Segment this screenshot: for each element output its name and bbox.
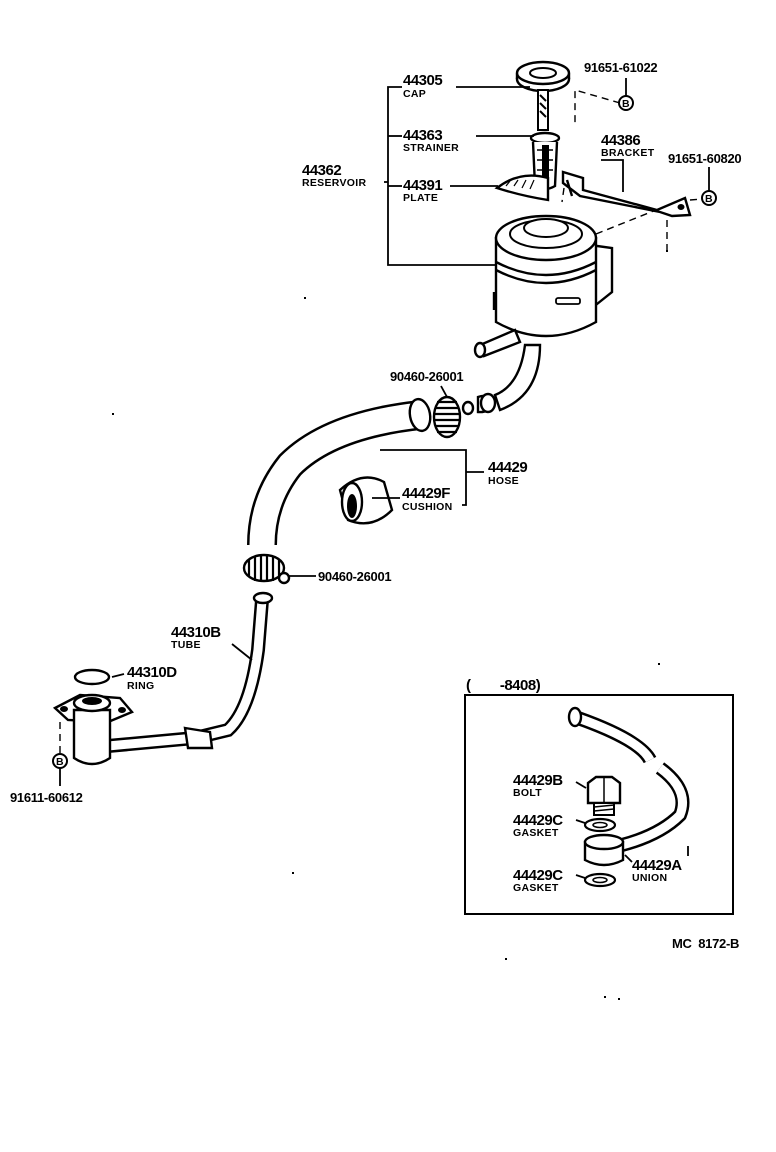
cushion-part (338, 476, 394, 525)
tube-name: TUBE (171, 639, 201, 651)
inset-gasket-lower-number: 44429C (513, 867, 563, 884)
inset-header: ( -8408) (466, 677, 541, 694)
cap-part (515, 60, 571, 131)
cushion-number: 44429F (402, 485, 450, 502)
label-cap: 44305 CAP (403, 72, 443, 100)
strainer-name: STRAINER (403, 142, 459, 154)
label-tube: 44310B TUBE (171, 624, 222, 651)
bolt-bracket-number: 91651-60820 (668, 151, 741, 166)
svg-text:B: B (705, 193, 713, 205)
clamp-upper-part (432, 395, 475, 439)
cushion-name: CUSHION (402, 501, 453, 513)
ring-name: RING (127, 680, 154, 692)
cap-number: 44305 (403, 72, 442, 89)
inset-box: ( -8408) 44 (464, 677, 734, 915)
plate-part (494, 174, 550, 202)
scan-specks (112, 250, 668, 1000)
label-ring: 44310D RING (127, 664, 178, 692)
hose-name: HOSE (488, 475, 519, 487)
label-cushion: 44429F CUSHION (402, 485, 453, 513)
clamp-lower-number: 90460-26001 (318, 569, 391, 584)
inset-union-name: UNION (632, 872, 667, 884)
reservoir-name: RESERVOIR (302, 177, 366, 189)
label-inset-gasket-upper: 44429C GASKET (513, 812, 564, 839)
bracket-part (561, 170, 692, 218)
label-strainer: 44363 STRAINER (403, 127, 459, 154)
plate-number: 44391 (403, 177, 442, 194)
hose-part (247, 392, 497, 546)
inset-gasket-upper-number: 44429C (513, 812, 563, 829)
inset-gasket-lower-name: GASKET (513, 882, 559, 894)
label-inset-bolt: 44429B BOLT (513, 772, 564, 799)
svg-text:B: B (622, 98, 630, 110)
inset-bolt-part (586, 775, 622, 816)
inset-union-number: 44429A (632, 857, 682, 874)
tube-number: 44310B (171, 624, 221, 641)
svg-text:B: B (56, 756, 64, 768)
bolt-cap-number: 91651-61022 (584, 60, 657, 75)
bolt-tube-number: 91611-60612 (10, 790, 83, 805)
tube-part (52, 591, 274, 766)
ring-part (73, 668, 111, 686)
reservoir-part (473, 214, 614, 412)
inset-union-part (583, 833, 625, 867)
reservoir-number: 44362 (302, 162, 341, 179)
label-hose: 44429 HOSE (488, 459, 528, 487)
ring-number: 44310D (127, 664, 177, 681)
bolt-symbol-bracket: B (701, 190, 717, 206)
clamp-lower-part (242, 553, 291, 585)
label-plate: 44391 PLATE (403, 177, 443, 204)
bracket-number: 44386 (601, 132, 640, 149)
inset-bolt-number: 44429B (513, 772, 563, 789)
bracket-name: BRACKET (601, 147, 655, 159)
inset-gasket-upper-name: GASKET (513, 827, 559, 839)
label-inset-union: 44429A UNION (632, 857, 683, 884)
plate-name: PLATE (403, 192, 438, 204)
diagram-code: MC 8172-B (672, 936, 739, 951)
inset-bolt-name: BOLT (513, 787, 542, 799)
label-inset-gasket-lower: 44429C GASKET (513, 867, 564, 894)
bolt-symbol-tube: B (52, 753, 68, 769)
cap-name: CAP (403, 88, 426, 100)
label-reservoir: 44362 RESERVOIR (302, 162, 366, 189)
clamp-upper-number: 90460-26001 (390, 369, 463, 384)
label-bracket: 44386 BRACKET (601, 132, 655, 159)
leader-lines (59, 78, 710, 786)
hose-number: 44429 (488, 459, 527, 476)
bolt-symbol-cap: B (618, 95, 634, 111)
strainer-number: 44363 (403, 127, 442, 144)
